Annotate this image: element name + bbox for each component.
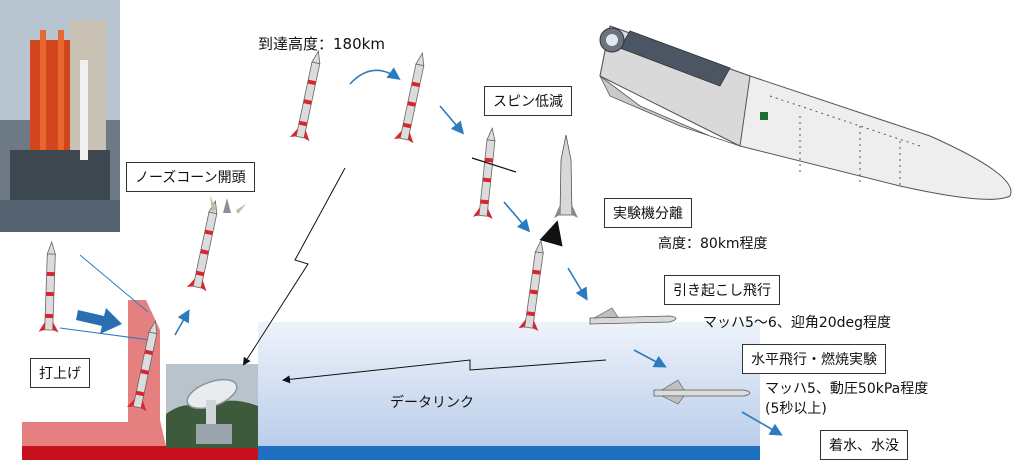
rocket-icon xyxy=(472,126,503,220)
altitude-peak-label: 到達高度：180km xyxy=(258,35,385,53)
ground-sea-bar xyxy=(258,446,760,460)
pull-up-label: 引き起こし飛行 xyxy=(664,275,780,305)
splashdown-label: 着水、水没 xyxy=(820,430,908,460)
datalink-line xyxy=(282,359,607,384)
rocket-icon xyxy=(393,50,433,144)
rocket-icon xyxy=(518,238,552,332)
launcher xyxy=(22,300,166,446)
vehicle-icon xyxy=(653,379,751,405)
datalink-label: データリンク xyxy=(390,395,474,411)
rocket-icon xyxy=(38,241,63,333)
rocket-icon xyxy=(186,198,226,292)
separation-label: 実験機分離 xyxy=(604,198,692,228)
vehicle-icon xyxy=(599,25,1012,200)
vehicle-icon xyxy=(589,307,677,325)
launch-tower-photo xyxy=(0,0,120,232)
nose-cone-label: ノーズコーン開頭 xyxy=(126,162,255,192)
level-detail-2-label: (5秒以上) xyxy=(765,401,827,417)
launch-direction-arrow xyxy=(76,308,122,334)
pull-up-detail-label: マッハ5～6、迎角20deg程度 xyxy=(703,315,892,331)
rocket-icon xyxy=(289,48,329,142)
ground-station-photo xyxy=(166,364,258,448)
spin-down-label: スピン低減 xyxy=(484,86,572,116)
level-flight-label: 水平飛行・燃焼実験 xyxy=(742,344,886,374)
launch-label: 打上げ xyxy=(30,358,90,388)
vehicle-icon xyxy=(554,134,578,218)
level-detail-1-label: マッハ5、動圧50kPa程度 xyxy=(765,381,929,397)
ground-land-bar xyxy=(22,446,258,460)
separation-altitude-label: 高度：80km程度 xyxy=(658,236,768,252)
datalink-line xyxy=(242,167,346,366)
